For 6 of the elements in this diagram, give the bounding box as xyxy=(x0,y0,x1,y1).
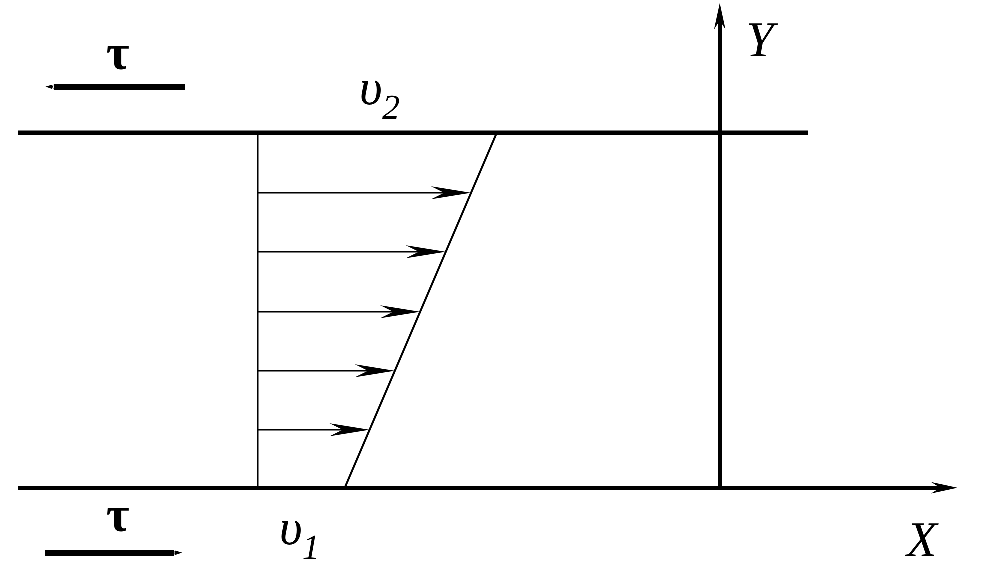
velocity-label: υ$_{2}$ xyxy=(362,80,400,120)
velocity-label: υ$_{1}$ xyxy=(282,520,316,560)
stress-label: τ xyxy=(107,508,129,532)
axis-label: X xyxy=(905,524,939,556)
stress-label: τ xyxy=(107,46,129,70)
axis-label: Y xyxy=(748,24,778,56)
